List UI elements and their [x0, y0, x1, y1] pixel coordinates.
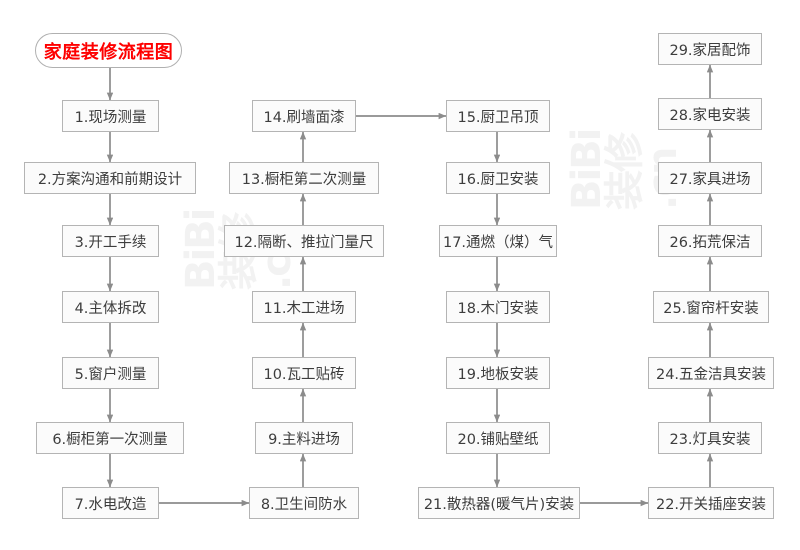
flow-node-label: 19.地板安装 — [457, 366, 539, 383]
flow-node-n20[interactable]: 20.铺贴壁纸 — [446, 422, 550, 454]
flow-node-n24[interactable]: 24.五金洁具安装 — [648, 357, 774, 389]
flow-node-n11[interactable]: 11.木工进场 — [252, 291, 356, 323]
flow-node-label: 3.开工手续 — [74, 234, 147, 251]
flow-node-label: 5.窗户测量 — [74, 366, 147, 383]
flow-node-label: 13.橱柜第二次测量 — [241, 171, 367, 188]
flow-node-n16[interactable]: 16.厨卫安装 — [446, 162, 550, 194]
flow-node-label: 14.刷墙面漆 — [263, 109, 345, 126]
flow-node-label: 18.木门安装 — [457, 300, 539, 317]
flow-node-n8[interactable]: 8.卫生间防水 — [249, 487, 359, 519]
flow-node-label: 20.铺贴壁纸 — [457, 431, 539, 448]
flow-node-label: 9.主料进场 — [268, 431, 340, 448]
flow-node-label: 27.家具进场 — [669, 171, 751, 188]
flow-node-label: 17.通燃（煤）气 — [442, 234, 554, 251]
flow-node-n1[interactable]: 1.现场测量 — [62, 100, 159, 132]
flow-node-label: 25.窗帘杆安装 — [663, 300, 759, 317]
flow-node-label: 8.卫生间防水 — [260, 496, 348, 513]
flow-node-n17[interactable]: 17.通燃（煤）气 — [439, 225, 557, 257]
flow-node-label: 21.散热器(暖气片)安装 — [423, 496, 575, 513]
flow-node-n14[interactable]: 14.刷墙面漆 — [252, 100, 356, 132]
flow-node-n18[interactable]: 18.木门安装 — [446, 291, 550, 323]
flow-node-label: 29.家居配饰 — [669, 42, 751, 59]
flow-node-label: 10.瓦工贴砖 — [263, 366, 345, 383]
flow-node-n7[interactable]: 7.水电改造 — [62, 487, 159, 519]
flow-node-n3[interactable]: 3.开工手续 — [62, 225, 159, 257]
flow-node-n4[interactable]: 4.主体拆改 — [62, 291, 159, 323]
flow-node-n19[interactable]: 19.地板安装 — [446, 357, 550, 389]
flow-node-label: 23.灯具安装 — [669, 431, 751, 448]
flow-node-label: 6.橱柜第一次测量 — [52, 431, 168, 448]
flow-node-n2[interactable]: 2.方案沟通和前期设计 — [24, 162, 196, 194]
flow-node-label: 2.方案沟通和前期设计 — [37, 171, 183, 188]
flow-node-label: 7.水电改造 — [74, 496, 147, 513]
flow-node-n23[interactable]: 23.灯具安装 — [658, 422, 762, 454]
flow-node-n15[interactable]: 15.厨卫吊顶 — [446, 100, 550, 132]
flow-node-n29[interactable]: 29.家居配饰 — [658, 33, 762, 65]
flow-node-label: 15.厨卫吊顶 — [457, 109, 539, 126]
flow-node-label: 26.拓荒保洁 — [669, 234, 751, 251]
chart-title-text: 家庭装修流程图 — [43, 41, 174, 63]
flow-node-label: 24.五金洁具安装 — [655, 366, 767, 383]
flow-node-n22[interactable]: 22.开关插座安装 — [648, 487, 774, 519]
flow-node-n28[interactable]: 28.家电安装 — [658, 98, 762, 130]
flow-node-n21[interactable]: 21.散热器(暖气片)安装 — [418, 487, 580, 519]
flow-node-n10[interactable]: 10.瓦工贴砖 — [252, 357, 356, 389]
flow-node-n6[interactable]: 6.橱柜第一次测量 — [36, 422, 184, 454]
flow-node-label: 28.家电安装 — [669, 107, 751, 124]
flow-node-n25[interactable]: 25.窗帘杆安装 — [653, 291, 769, 323]
flow-node-n12[interactable]: 12.隔断、推拉门量尺 — [224, 225, 384, 257]
flow-node-label: 16.厨卫安装 — [457, 171, 539, 188]
chart-title-badge: 家庭装修流程图 — [35, 33, 182, 68]
flow-node-label: 22.开关插座安装 — [655, 496, 767, 513]
flow-node-n26[interactable]: 26.拓荒保洁 — [658, 225, 762, 257]
flow-node-n9[interactable]: 9.主料进场 — [255, 422, 353, 454]
flow-node-label: 11.木工进场 — [263, 300, 345, 317]
flow-node-n13[interactable]: 13.橱柜第二次测量 — [229, 162, 379, 194]
flow-node-n5[interactable]: 5.窗户测量 — [62, 357, 159, 389]
flow-node-label: 12.隔断、推拉门量尺 — [234, 234, 374, 251]
flow-node-n27[interactable]: 27.家具进场 — [658, 162, 762, 194]
flow-node-label: 1.现场测量 — [74, 109, 147, 126]
flow-node-label: 4.主体拆改 — [74, 300, 147, 317]
